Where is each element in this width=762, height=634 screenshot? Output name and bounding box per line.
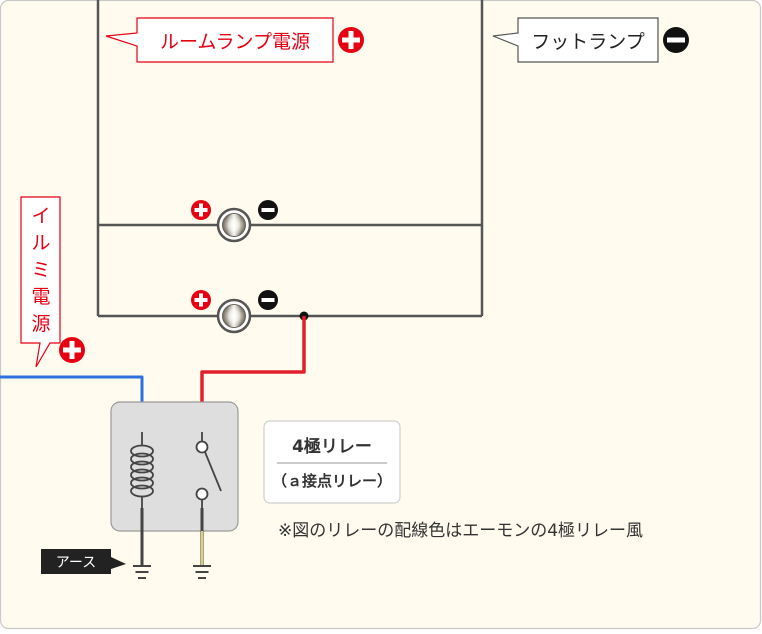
plus-circle-icon bbox=[191, 290, 211, 310]
foot-lamp-label: フットランプ bbox=[531, 31, 644, 53]
relay-title: 4極リレー bbox=[292, 436, 372, 457]
plus-circle-icon bbox=[191, 200, 211, 220]
relay-subtitle: （ａ接点リレー） bbox=[272, 472, 392, 490]
vehicle-wiring-frame bbox=[96, 0, 484, 318]
room-lamp-power-label: ルームランプ電源 bbox=[160, 31, 310, 53]
plus-circle-icon bbox=[59, 337, 85, 363]
plus-circle-icon bbox=[338, 27, 364, 53]
illumi-label-char-3: ミ bbox=[31, 259, 50, 281]
minus-circle-icon bbox=[663, 27, 689, 53]
room-lamp-lower bbox=[216, 298, 252, 334]
ground-label: アース bbox=[41, 549, 126, 574]
ground-symbol-icon bbox=[133, 565, 151, 579]
relay-body bbox=[110, 401, 239, 532]
minus-circle-icon bbox=[258, 290, 278, 310]
ground-label-text: アース bbox=[56, 555, 96, 571]
room-lamp-upper bbox=[216, 207, 252, 243]
ground-symbol-icon bbox=[193, 565, 211, 579]
room-lamp-power-callout: ルームランプ電源 bbox=[105, 17, 334, 63]
illumi-power-callout: イ ル ミ 電 源 bbox=[20, 196, 61, 368]
illumi-label-char-5: 源 bbox=[31, 313, 50, 335]
relay-switch-icon bbox=[195, 432, 222, 508]
illumi-label-char-2: ル bbox=[31, 232, 50, 254]
minus-circle-icon bbox=[258, 200, 278, 220]
relay-coil-icon bbox=[130, 432, 154, 508]
wiring-color-note: ※図のリレーの配線色はエーモンの4極リレー風 bbox=[278, 521, 643, 541]
illumi-label-char-1: イ bbox=[31, 205, 50, 227]
illumi-label-char-4: 電 bbox=[31, 286, 50, 308]
foot-lamp-callout: フットランプ bbox=[492, 17, 659, 63]
relay-info-box: 4極リレー （ａ接点リレー） bbox=[263, 420, 401, 504]
